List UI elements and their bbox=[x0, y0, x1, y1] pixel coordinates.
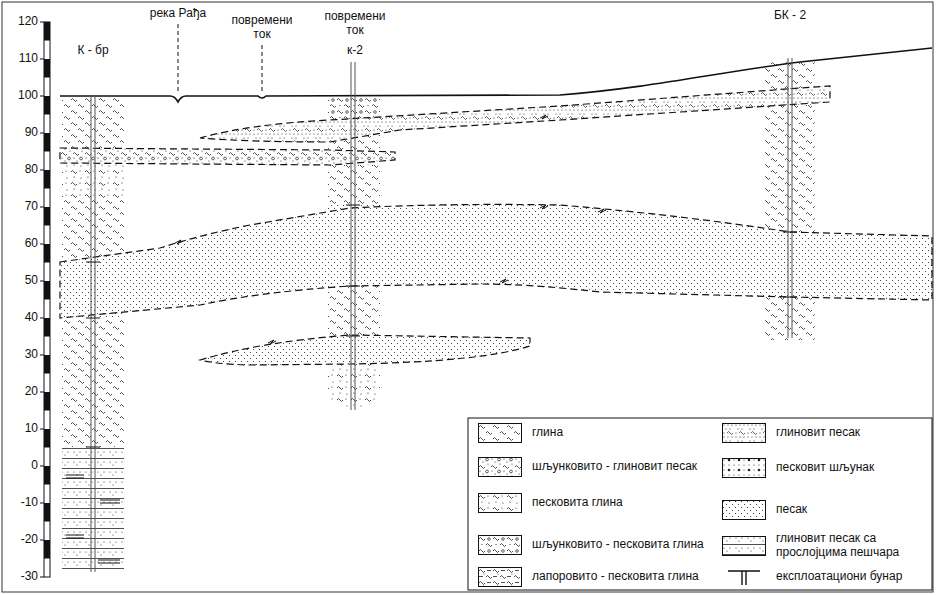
legend-text: глиновит песак са прослојцима пешчара bbox=[776, 532, 926, 560]
borehole-label: К - бр bbox=[63, 44, 123, 58]
legend-entry: шљунковито - глиновит песак bbox=[478, 457, 717, 477]
legend-entry: експлоатациони бунар bbox=[722, 567, 926, 587]
legend-entry: песак bbox=[722, 500, 926, 520]
legend-swatch bbox=[478, 493, 522, 513]
legend-text: глиновит песак bbox=[776, 426, 926, 440]
leader-lines bbox=[178, 24, 262, 93]
legend-swatch bbox=[722, 423, 766, 443]
elevation-number: -10 bbox=[4, 496, 38, 510]
elevation-number: 30 bbox=[4, 348, 38, 362]
elevation-number: 70 bbox=[4, 200, 38, 214]
legend-text: лапоровито - песковита глина bbox=[532, 570, 717, 584]
legend-text: експлоатациони бунар bbox=[776, 570, 926, 584]
legend-text: песковит шљунак bbox=[776, 461, 926, 475]
pinch-marks bbox=[175, 115, 606, 344]
legend-text: шљунковито - песковита глина bbox=[532, 538, 717, 552]
elevation-scale bbox=[40, 22, 50, 577]
elevation-number: -20 bbox=[4, 533, 38, 547]
elevation-number: 20 bbox=[4, 385, 38, 399]
legend-entry: глина bbox=[478, 423, 717, 443]
legend-swatch bbox=[478, 535, 522, 555]
elevation-number: 60 bbox=[4, 237, 38, 251]
legend-box bbox=[468, 418, 932, 590]
elevation-number: 120 bbox=[4, 15, 38, 29]
legend-swatch bbox=[722, 500, 766, 520]
aquifer-layers bbox=[60, 86, 932, 365]
borehole-label: БК - 2 bbox=[760, 9, 820, 23]
legend-text: глина bbox=[532, 426, 717, 440]
legend-text: песак bbox=[776, 503, 926, 517]
elevation-number: 50 bbox=[4, 274, 38, 288]
elevation-number: 110 bbox=[4, 52, 38, 66]
elevation-number: 10 bbox=[4, 422, 38, 436]
elevation-number: 90 bbox=[4, 126, 38, 140]
ground-surface bbox=[60, 48, 932, 102]
stream-label: повремени ток bbox=[319, 10, 391, 38]
legend-text: шљунковито - глиновит песак bbox=[532, 460, 717, 474]
legend-swatch bbox=[722, 567, 766, 587]
legend-entry: шљунковито - песковита глина bbox=[478, 535, 717, 555]
legend-swatch bbox=[478, 457, 522, 477]
legend-entry: песковита глина bbox=[478, 493, 717, 513]
legend-entry: лапоровито - песковита глина bbox=[478, 567, 717, 587]
legend-entry: песковит шљунак bbox=[722, 458, 926, 478]
elevation-number: 100 bbox=[4, 89, 38, 103]
elevation-number: 80 bbox=[4, 163, 38, 177]
legend-swatch bbox=[722, 536, 766, 556]
legend-swatch bbox=[722, 458, 766, 478]
legend-swatch bbox=[478, 423, 522, 443]
borehole-label: к-2 bbox=[335, 44, 375, 58]
elevation-number: -30 bbox=[4, 570, 38, 584]
elevation-number: 40 bbox=[4, 311, 38, 325]
river-label: река Рађа bbox=[138, 7, 218, 21]
legend-swatch bbox=[478, 567, 522, 587]
stream-label: повремени ток bbox=[226, 14, 298, 42]
legend-text: песковита глина bbox=[532, 496, 717, 510]
legend-entry: глиновит песак bbox=[722, 423, 926, 443]
elevation-number: 0 bbox=[4, 459, 38, 473]
legend-entry: глиновит песак са прослојцима пешчара bbox=[722, 532, 926, 560]
